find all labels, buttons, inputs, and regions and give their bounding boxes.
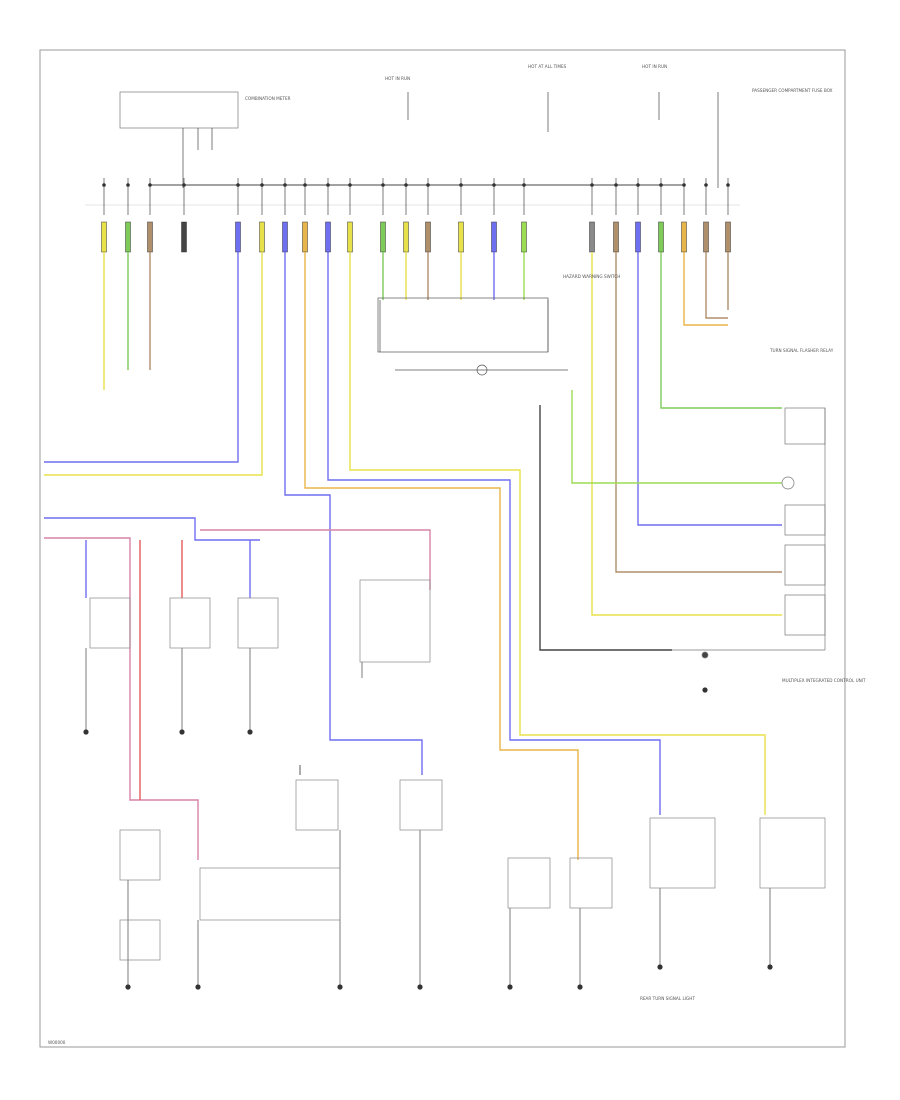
fuse-group xyxy=(407,92,719,188)
label-turn-relay: TURN SIGNAL FLASHER RELAY xyxy=(769,348,834,353)
connector-pin xyxy=(725,221,731,253)
bus-node xyxy=(726,183,730,187)
label-top-right-module: PASSENGER COMPARTMENT FUSE BOX xyxy=(752,88,833,93)
bus-node xyxy=(492,183,496,187)
wire xyxy=(591,252,782,616)
label-hazard-switch: HAZARD WARNING SWITCH xyxy=(563,274,620,279)
ground-symbol xyxy=(417,984,423,990)
connector-pin xyxy=(635,221,641,253)
label-fuse-c: HOT IN RUN xyxy=(642,64,667,69)
label-rear-turn: REAR TURN SIGNAL LIGHT xyxy=(640,996,695,1001)
bus-node xyxy=(260,183,264,187)
bus-node xyxy=(348,183,352,187)
bus-node xyxy=(682,183,686,187)
connector-pin xyxy=(181,221,187,253)
ground-layer xyxy=(83,687,773,990)
connector-pin xyxy=(403,221,409,253)
connector-pin xyxy=(325,221,331,253)
footer-code: W00000 xyxy=(48,1040,66,1045)
bus-node xyxy=(148,183,152,187)
ground-symbol xyxy=(767,964,773,970)
label-combination-meter: COMBINATION METER xyxy=(245,96,291,101)
wire xyxy=(571,390,782,484)
wire xyxy=(705,252,728,319)
wire xyxy=(304,252,579,860)
connector-pin xyxy=(613,221,619,253)
connector-pin xyxy=(147,221,153,253)
ground-symbol xyxy=(702,687,708,693)
bus-node xyxy=(326,183,330,187)
lamp-boxes xyxy=(89,579,826,961)
label-fuse-b: HOT AT ALL TIMES xyxy=(528,64,567,69)
bus-node xyxy=(590,183,594,187)
wire xyxy=(539,405,672,651)
connector-pin xyxy=(347,221,353,253)
connector-pin xyxy=(235,221,241,253)
connector-pin xyxy=(658,221,664,253)
connector-pin xyxy=(521,221,527,253)
wire-layer xyxy=(44,252,782,985)
connector-pin xyxy=(589,221,595,253)
ground-symbol xyxy=(83,729,89,735)
wire xyxy=(200,529,431,590)
label-fuse-a: HOT IN RUN xyxy=(385,76,410,81)
wire xyxy=(660,252,782,409)
connector-pin xyxy=(302,221,308,253)
bus-node xyxy=(459,183,463,187)
right-devices xyxy=(672,407,826,659)
wire xyxy=(44,517,260,541)
wire xyxy=(615,252,782,573)
ground-symbol xyxy=(507,984,513,990)
bus-node xyxy=(404,183,408,187)
wire xyxy=(44,252,239,463)
bus-node xyxy=(636,183,640,187)
ground-symbol xyxy=(125,984,131,990)
ground-symbol xyxy=(247,729,253,735)
connector-pin xyxy=(125,221,131,253)
top-control-module xyxy=(119,91,239,188)
bus-node xyxy=(614,183,618,187)
connector-pin xyxy=(458,221,464,253)
bus-node xyxy=(126,183,130,187)
bus-node xyxy=(426,183,430,187)
bus-node xyxy=(659,183,663,187)
wire xyxy=(44,252,263,476)
connector-pin xyxy=(425,221,431,253)
bus-node xyxy=(381,183,385,187)
bus-node xyxy=(704,183,708,187)
wire xyxy=(637,252,782,526)
wire xyxy=(284,252,423,775)
connector-pin xyxy=(101,221,107,253)
connector-pin xyxy=(282,221,288,253)
bus-node xyxy=(182,183,186,187)
bus-node xyxy=(522,183,526,187)
connector-pin xyxy=(703,221,709,253)
connector-pin xyxy=(681,221,687,253)
wire xyxy=(683,252,728,326)
connector-pin xyxy=(380,221,386,253)
bus-node xyxy=(102,183,106,187)
bus-node xyxy=(236,183,240,187)
label-multiplex: MULTIPLEX INTEGRATED CONTROL UNIT xyxy=(782,678,866,683)
ground-symbol xyxy=(179,729,185,735)
connector-layer xyxy=(101,178,731,253)
ground-symbol xyxy=(337,984,343,990)
wire xyxy=(44,537,199,860)
connector-pin xyxy=(259,221,265,253)
diagram-border xyxy=(39,49,846,1048)
bus-node xyxy=(283,183,287,187)
ground-symbol xyxy=(195,984,201,990)
hazard-switch-bank xyxy=(377,297,568,376)
bus-node xyxy=(303,183,307,187)
wire xyxy=(327,252,661,815)
connector-pin xyxy=(491,221,497,253)
wire xyxy=(349,252,766,815)
ground-symbol xyxy=(657,964,663,970)
ground-symbol xyxy=(577,984,583,990)
